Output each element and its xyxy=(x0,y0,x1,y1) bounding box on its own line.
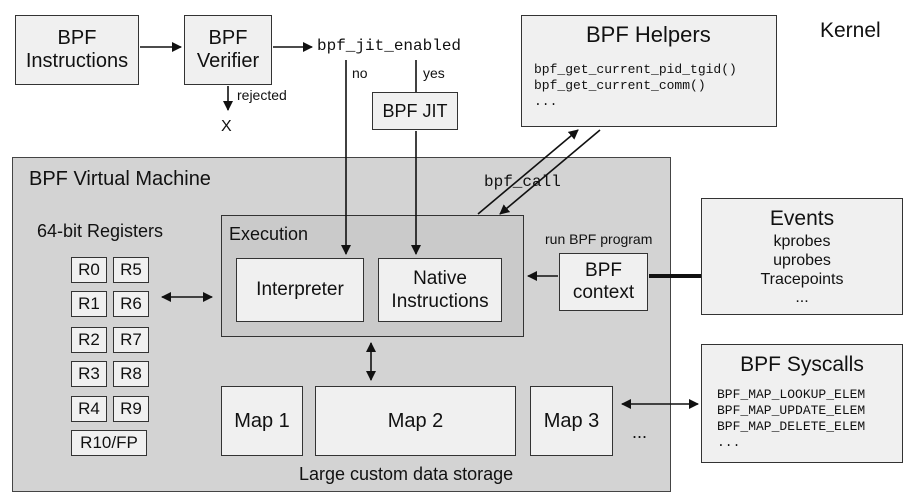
syscall-line: BPF_MAP_UPDATE_ELEM xyxy=(717,403,866,418)
register-r8: R8 xyxy=(113,361,149,387)
map-2-box: Map 2 xyxy=(315,386,516,456)
bpf-helpers-title: BPF Helpers xyxy=(586,22,711,47)
bpf-syscalls-box: BPF Syscalls BPF_MAP_LOOKUP_ELEM BPF_MAP… xyxy=(701,344,903,463)
bpf-jit-box: BPF JIT xyxy=(372,92,458,130)
register-r0: R0 xyxy=(71,257,107,283)
event-item: uprobes xyxy=(773,252,831,269)
native-instructions-box: Native Instructions xyxy=(378,258,502,322)
registers-title: 64-bit Registers xyxy=(37,221,164,241)
events-title: Events xyxy=(769,207,835,230)
register-r6: R6 xyxy=(113,291,149,317)
bpf-context-box: BPF context xyxy=(559,253,648,311)
bpf-verifier-box: BPF Verifier xyxy=(184,15,272,85)
register-r3: R3 xyxy=(71,361,107,387)
arrow-bpf-call-to-helpers xyxy=(477,129,579,215)
interpreter-box: Interpreter xyxy=(236,258,364,322)
bpf-call-label: bpf_call xyxy=(484,173,561,191)
execution-title: Execution xyxy=(229,224,309,244)
map-3-box: Map 3 xyxy=(530,386,613,456)
event-item: ... xyxy=(795,289,809,306)
run-bpf-program-label: run BPF program xyxy=(545,231,653,247)
vm-title: BPF Virtual Machine xyxy=(29,168,211,190)
yes-label: yes xyxy=(423,65,445,81)
helper-line: bpf_get_current_comm() xyxy=(534,78,706,93)
kernel-label: Kernel xyxy=(820,19,881,42)
storage-label: Large custom data storage xyxy=(299,464,514,484)
register-r7: R7 xyxy=(113,327,149,353)
event-item: Tracepoints xyxy=(760,271,844,288)
bpf-helpers-box: BPF Helpers bpf_get_current_pid_tgid() b… xyxy=(521,15,777,127)
register-r5: R5 xyxy=(113,257,149,283)
rejected-x: X xyxy=(221,118,232,135)
register-r1: R1 xyxy=(71,291,107,317)
bpf-jit-enabled-label: bpf_jit_enabled xyxy=(317,37,462,55)
helper-line: ... xyxy=(534,94,558,109)
register-r2: R2 xyxy=(71,327,107,353)
register-r4: R4 xyxy=(71,396,107,422)
no-label: no xyxy=(352,65,368,81)
rejected-label: rejected xyxy=(237,87,287,103)
map-1-box: Map 1 xyxy=(221,386,303,456)
bpf-syscalls-title: BPF Syscalls xyxy=(740,353,864,376)
arrow-helpers-to-bpf-call xyxy=(499,129,601,215)
syscall-line: BPF_MAP_LOOKUP_ELEM xyxy=(717,387,866,402)
bpf-instructions-box: BPF Instructions xyxy=(15,15,139,85)
maps-more: ... xyxy=(632,422,648,442)
helper-line: bpf_get_current_pid_tgid() xyxy=(534,62,737,77)
syscall-line: BPF_MAP_DELETE_ELEM xyxy=(717,419,866,434)
event-item: kprobes xyxy=(773,233,831,250)
register-r10-fp: R10/FP xyxy=(71,430,147,456)
syscall-line: ... xyxy=(717,435,741,450)
register-r9: R9 xyxy=(113,396,149,422)
events-box: Events kprobes uprobes Tracepoints ... xyxy=(701,198,903,315)
